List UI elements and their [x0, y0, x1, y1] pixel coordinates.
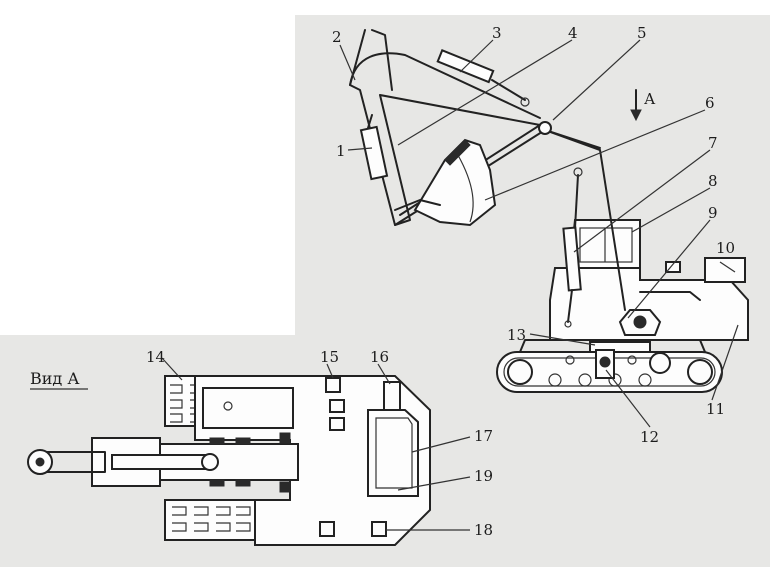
callout-14: 14: [146, 348, 165, 366]
callout-2: 2: [332, 28, 342, 46]
excavator-top-view: [27, 375, 431, 546]
cab-outline-17: [367, 409, 419, 497]
top-track-lower: [164, 499, 256, 541]
view-arrow-label: А: [644, 90, 656, 108]
bucket-linkage: [394, 199, 441, 211]
callout-7: 7: [708, 134, 718, 152]
callout-6: 6: [705, 94, 715, 112]
boom-cylinder: [562, 226, 582, 292]
callout-5: 5: [637, 24, 647, 42]
swing-gear: [599, 356, 611, 368]
top-boom: [27, 432, 299, 493]
callout-18: 18: [474, 521, 493, 539]
view-title: Вид А: [30, 369, 79, 388]
callout-1: 1: [336, 142, 346, 160]
unit-18: [371, 521, 387, 537]
engine-box: [704, 257, 746, 283]
callout-19: 19: [474, 467, 493, 485]
excavator-side-view: [349, 29, 749, 393]
callout-4: 4: [568, 24, 578, 42]
callout-9: 9: [708, 204, 718, 222]
callout-17: 17: [474, 427, 493, 445]
exhaust-pipe: [665, 261, 681, 273]
callout-8: 8: [708, 172, 718, 190]
unit-16: [383, 381, 401, 411]
callout-13: 13: [507, 326, 526, 344]
leader-lines: [161, 39, 739, 531]
callout-16: 16: [370, 348, 389, 366]
tank-15: [325, 377, 341, 393]
slewing-ring: [589, 341, 651, 353]
pump-center: [633, 315, 647, 329]
callout-3: 3: [492, 24, 502, 42]
callout-12: 12: [640, 428, 659, 446]
callout-10: 10: [716, 239, 735, 257]
callout-11: 11: [706, 400, 725, 418]
counterweight-box: [202, 387, 294, 429]
callout-15: 15: [320, 348, 339, 366]
hood: [639, 291, 701, 301]
